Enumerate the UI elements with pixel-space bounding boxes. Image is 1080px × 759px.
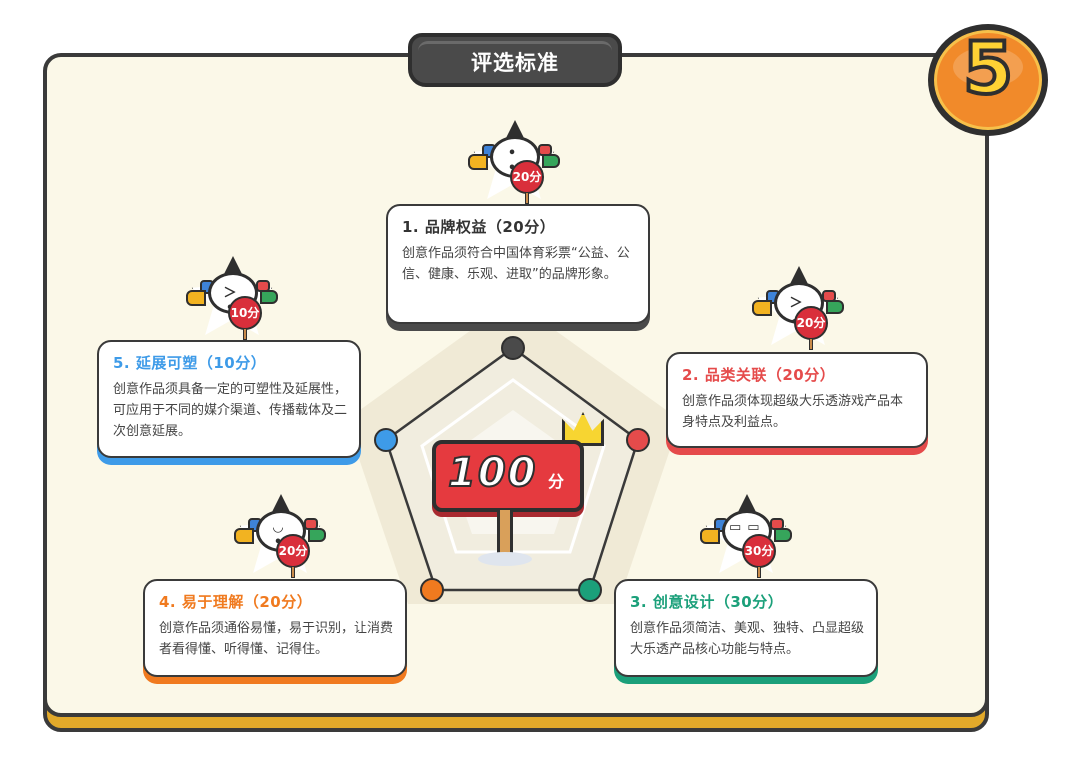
mascot-extend: ＞ • 10分 [182, 256, 282, 346]
mascot-yellow-ray [234, 528, 254, 544]
mascot-sign-stick [525, 192, 529, 204]
mascot-sign-stick [809, 338, 813, 350]
page-title: 评选标准 [471, 51, 559, 75]
criteria-card-extend: 5. 延展可塑（10分） 创意作品须具备一定的可塑性及延展性，可应用于不同的媒介… [97, 340, 361, 458]
criteria-description: 创意作品须简洁、美观、独特、凸显超级大乐透产品核心功能与特点。 [630, 621, 865, 657]
score-sign: 100 分 [432, 440, 584, 512]
criteria-card-design: 3. 创意设计（30分） 创意作品须简洁、美观、独特、凸显超级大乐透产品核心功能… [614, 579, 878, 677]
mascot-brand: • • 20分 [464, 120, 564, 210]
mascot-green-ray [260, 290, 278, 304]
mascot-green-ray [542, 154, 560, 168]
mascot-score-sign: 20分 [510, 160, 544, 194]
mascot-design: ▭▭ 30分 [696, 494, 796, 584]
mascot-green-ray [308, 528, 326, 542]
criteria-title: 2. 品类关联（20分） [682, 366, 836, 384]
score-value: 100 [447, 449, 538, 497]
criteria-card-understand: 4. 易于理解（20分） 创意作品须通俗易懂，易于识别，让消费者看得懂、听得懂、… [143, 579, 407, 677]
criteria-card-category: 2. 品类关联（20分） 创意作品须体现超级大乐透游戏产品本身特点及利益点。 [666, 352, 928, 448]
sign-post [497, 510, 513, 556]
criteria-description: 创意作品须体现超级大乐透游戏产品本身特点及利益点。 [682, 394, 904, 430]
glasses-icon: ▭▭ [729, 520, 766, 535]
mascot-green-ray [826, 300, 844, 314]
mascot-yellow-ray [700, 528, 720, 544]
criteria-title: 1. 品牌权益（20分） [402, 218, 556, 236]
criteria-title: 3. 创意设计（30分） [630, 593, 784, 611]
criteria-title: 5. 延展可塑（10分） [113, 354, 267, 372]
mascot-yellow-ray [752, 300, 772, 316]
sign-base [478, 552, 532, 566]
criteria-title: 4. 易于理解（20分） [159, 593, 313, 611]
step-number: 5 [961, 26, 1015, 110]
step-badge: 5 [928, 24, 1048, 136]
criteria-card-brand: 1. 品牌权益（20分） 创意作品须符合中国体育彩票“公益、公信、健康、乐观、进… [386, 204, 650, 324]
mascot-category: ＞＜ 20分 [748, 266, 848, 356]
criteria-description: 创意作品须通俗易懂，易于识别，让消费者看得懂、听得懂、记得住。 [159, 621, 394, 657]
mascot-score-sign: 10分 [228, 296, 262, 330]
mascot-yellow-ray [186, 290, 206, 306]
mascot-score-sign: 30分 [742, 534, 776, 568]
mascot-score-sign: 20分 [794, 306, 828, 340]
mascot-sign-stick [757, 566, 761, 578]
score-unit: 分 [548, 472, 565, 491]
mascot-green-ray [774, 528, 792, 542]
mascot-sign-stick [243, 328, 247, 340]
mascot-yellow-ray [468, 154, 488, 170]
title-tab: 评选标准 [408, 33, 622, 87]
criteria-description: 创意作品须符合中国体育彩票“公益、公信、健康、乐观、进取”的品牌形象。 [402, 246, 630, 282]
step-badge-inner [934, 30, 1042, 130]
criteria-description: 创意作品须具备一定的可塑性及延展性，可应用于不同的媒介渠道、传播载体及二次创意延… [113, 382, 348, 439]
mascot-sign-stick [291, 566, 295, 578]
mascot-score-sign: 20分 [276, 534, 310, 568]
mascot-understand: ◡ • 20分 [230, 494, 330, 584]
